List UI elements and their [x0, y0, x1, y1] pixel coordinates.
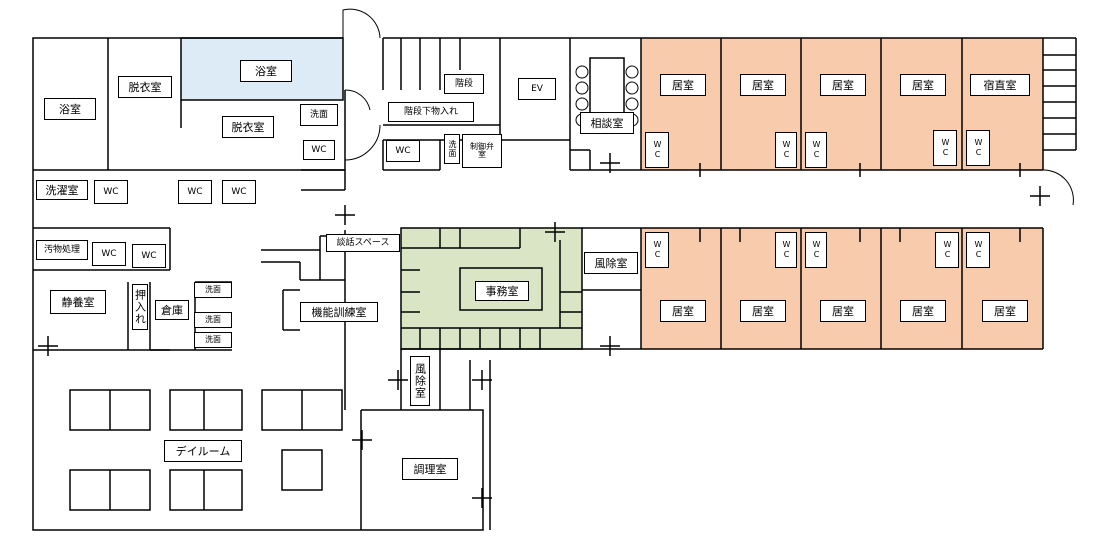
label-office: 事務室	[475, 281, 529, 301]
label-room-top-2: 居室	[740, 74, 786, 96]
label-wash1: 洗面	[194, 282, 232, 298]
label-wc-mid2: WC	[222, 180, 256, 204]
label-laundry: 洗濯室	[36, 180, 88, 200]
label-wc-mid1: WC	[178, 180, 212, 204]
label-kitchen: 調理室	[402, 458, 458, 480]
label-storage: 倉庫	[155, 300, 189, 320]
label-wc-r3b: WC	[966, 130, 990, 166]
label-consult-room: 相談室	[580, 112, 634, 134]
label-ev: EV	[518, 78, 556, 100]
label-wc-r1: WC	[645, 132, 669, 168]
label-dressing-mid: 脱衣室	[222, 116, 274, 138]
label-wash3: 洗面	[194, 332, 232, 348]
label-night-duty: 宿直室	[970, 74, 1030, 96]
label-bath-left: 浴室	[44, 98, 96, 120]
label-wc-b1: WC	[645, 232, 669, 268]
label-wc-r3a: WC	[933, 130, 957, 166]
label-room-bot-5: 居室	[982, 300, 1028, 322]
label-soiled: 汚物処理	[36, 240, 88, 260]
label-dressing-top: 脱衣室	[118, 76, 172, 98]
label-wash2: 洗面	[194, 312, 232, 328]
label-washbasin-top: 洗面	[300, 104, 338, 126]
label-room-bot-2: 居室	[740, 300, 786, 322]
label-room-top-3: 居室	[820, 74, 866, 96]
label-bath-blue: 浴室	[240, 60, 292, 82]
label-training-room: 機能訓練室	[300, 302, 378, 322]
label-control-room: 制御弁室	[462, 134, 502, 168]
label-room-bot-3: 居室	[820, 300, 866, 322]
label-wc-b2b: WC	[805, 232, 827, 268]
label-closet: 押入れ	[132, 284, 148, 330]
label-wc-r2a: WC	[775, 132, 797, 168]
door-swings	[342, 8, 1074, 206]
walls	[32, 37, 1077, 531]
label-windbreak-right: 風除室	[584, 252, 638, 274]
label-wc-laundry: WC	[94, 180, 128, 204]
label-talk-space: 談話スペース	[326, 234, 400, 252]
label-wc-top: WC	[303, 140, 335, 160]
label-wc-b3a: WC	[935, 232, 959, 268]
label-room-top-1: 居室	[660, 74, 706, 96]
label-wc-soil2: WC	[132, 244, 166, 268]
label-wc-b3b: WC	[966, 232, 990, 268]
label-room-top-4: 居室	[900, 74, 946, 96]
label-wc-soil1: WC	[92, 242, 126, 266]
label-wc-stair: WC	[386, 140, 420, 162]
label-day-room: デイルーム	[164, 440, 242, 462]
label-room-bot-4: 居室	[900, 300, 946, 322]
label-wash-stair: 洗面	[444, 134, 460, 164]
label-room-bot-1: 居室	[660, 300, 706, 322]
label-under-stairs: 階段下物入れ	[388, 102, 474, 122]
label-windbreak-left: 風除室	[410, 356, 430, 406]
label-wc-b2a: WC	[775, 232, 797, 268]
label-stairs: 階段	[444, 74, 484, 94]
label-rest-room: 静養室	[50, 290, 106, 314]
label-wc-r2b: WC	[805, 132, 827, 168]
